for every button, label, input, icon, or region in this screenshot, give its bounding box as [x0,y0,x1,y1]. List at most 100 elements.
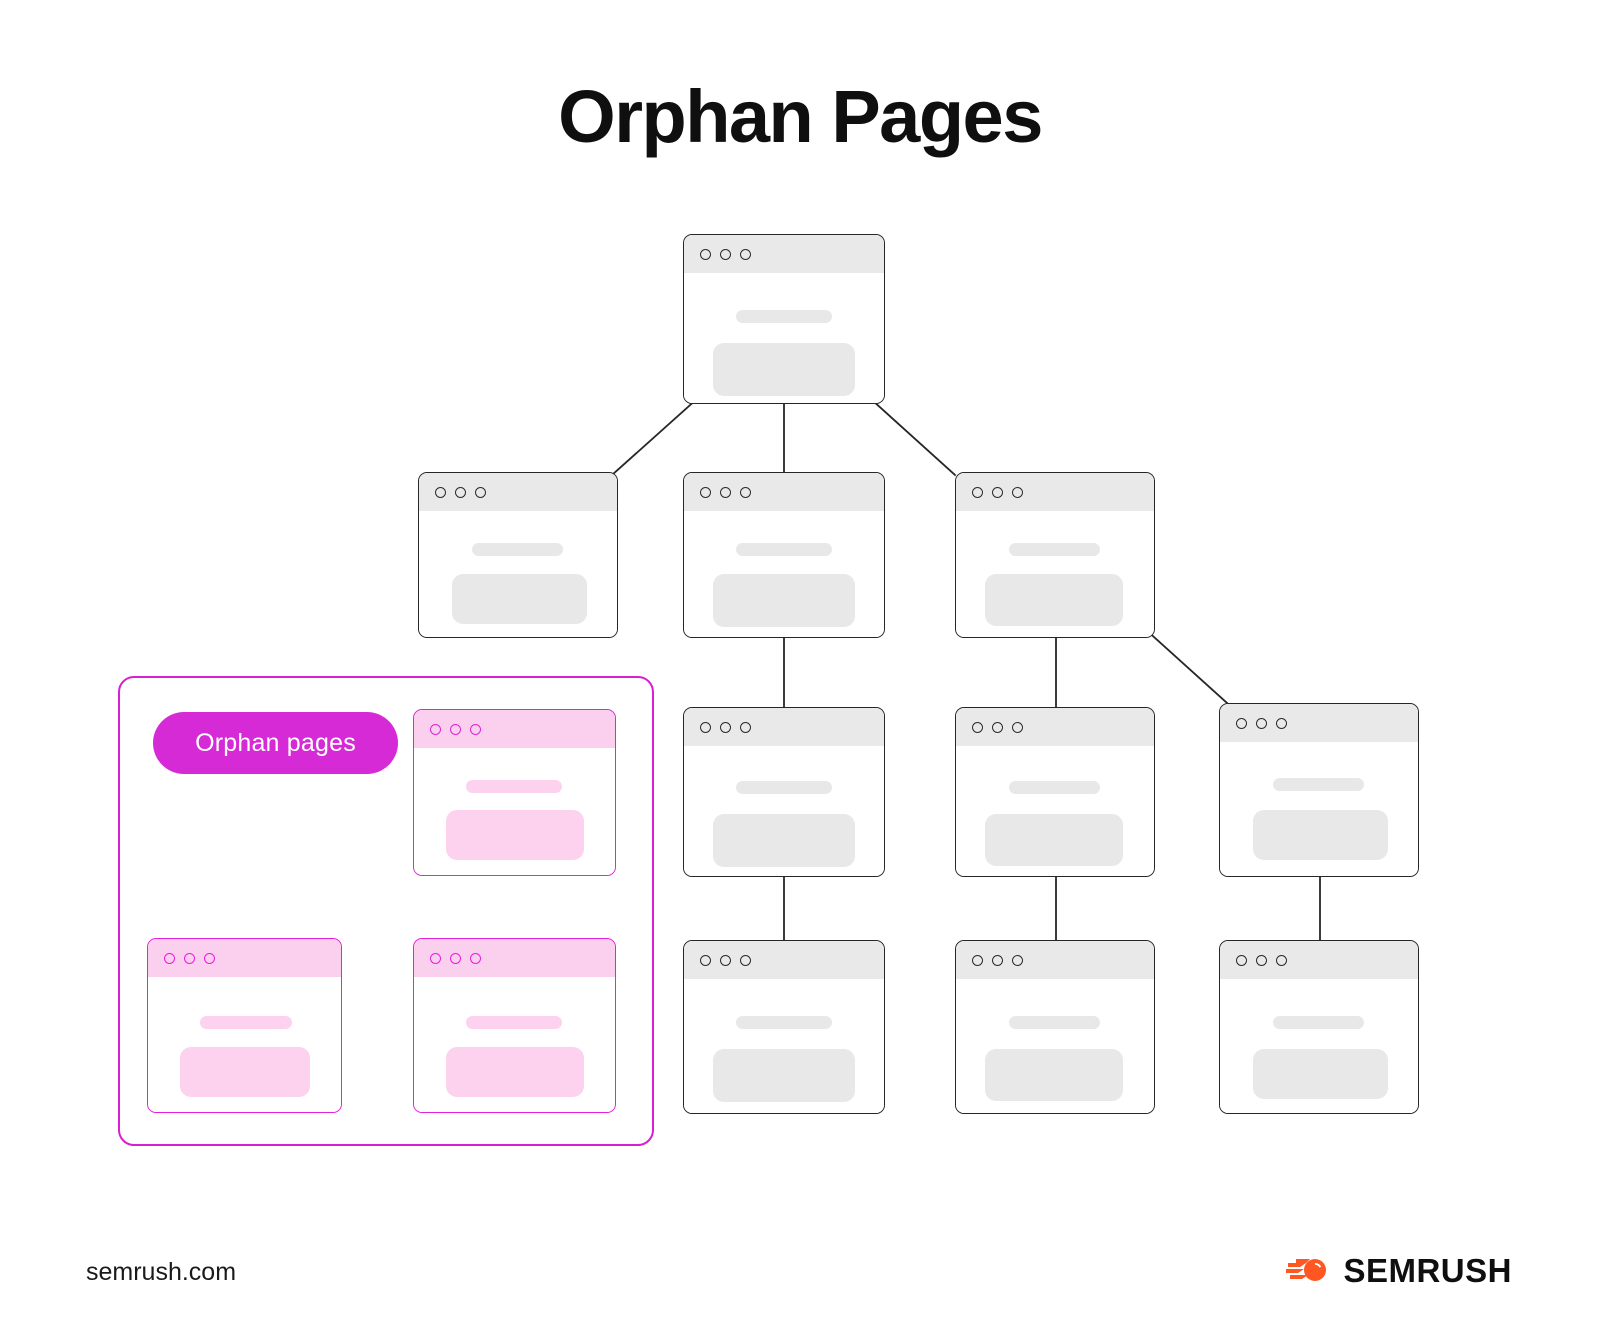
window-body [419,511,617,637]
window-body [956,979,1154,1113]
content-line-placeholder [466,780,562,793]
window-body [1220,979,1418,1113]
window-dot-icon [720,248,731,260]
semrush-wordmark: SEMRUSH [1343,1252,1512,1289]
window-titlebar [148,939,341,977]
content-line-placeholder [736,543,832,556]
window-titlebar [1220,704,1418,742]
tree-node-l4-a[interactable] [683,940,885,1114]
window-titlebar [684,941,884,979]
tree-node-l2-a[interactable] [418,472,618,638]
window-titlebar [419,473,617,511]
content-block-placeholder [713,574,855,627]
window-titlebar [684,473,884,511]
tree-node-l3-b[interactable] [955,707,1155,877]
window-body [414,977,615,1112]
tree-node-l3-c[interactable] [1219,703,1419,877]
page-title: Orphan Pages [558,75,1043,158]
window-dot-icon [1012,721,1023,733]
window-dot-icon [992,721,1003,733]
window-titlebar [1220,941,1418,979]
content-block-placeholder [985,814,1123,866]
window-titlebar [684,235,884,273]
window-titlebar [956,941,1154,979]
orphan-pages-panel: Orphan pages [118,676,654,1146]
window-dot-icon [184,952,195,964]
window-dot-icon [455,486,466,498]
content-block-placeholder [446,810,584,860]
orphan-node-2[interactable] [147,938,342,1113]
window-dot-icon [1236,954,1247,966]
window-body [956,511,1154,637]
content-block-placeholder [452,574,587,624]
window-dot-icon [204,952,215,964]
content-line-placeholder [736,310,832,323]
semrush-logo: SEMRUSH [1286,1252,1512,1290]
window-dot-icon [992,486,1003,498]
window-dot-icon [700,954,711,966]
orphan-pages-badge: Orphan pages [153,712,398,774]
window-dot-icon [740,486,751,498]
content-block-placeholder [713,1049,855,1102]
window-dot-icon [720,721,731,733]
window-body [1220,742,1418,876]
window-body [956,746,1154,876]
content-line-placeholder [1273,778,1364,791]
semrush-comet-icon [1286,1253,1330,1290]
content-block-placeholder [985,574,1123,626]
window-dot-icon [1012,954,1023,966]
content-block-placeholder [713,343,855,396]
window-dot-icon [972,721,983,733]
window-dot-icon [740,248,751,260]
window-dot-icon [1236,717,1247,729]
window-dot-icon [450,723,461,735]
window-dot-icon [1012,486,1023,498]
window-dot-icon [1256,717,1267,729]
content-block-placeholder [180,1047,310,1097]
content-block-placeholder [985,1049,1123,1101]
window-body [684,511,884,637]
orphan-node-1[interactable] [413,709,616,876]
window-titlebar [956,473,1154,511]
tree-node-l2-b[interactable] [683,472,885,638]
content-block-placeholder [1253,810,1388,860]
content-line-placeholder [736,781,832,794]
window-titlebar [414,939,615,977]
window-dot-icon [470,952,481,964]
tree-node-root[interactable] [683,234,885,404]
tree-node-l2-c[interactable] [955,472,1155,638]
content-line-placeholder [1273,1016,1364,1029]
tree-node-l4-b[interactable] [955,940,1155,1114]
window-dot-icon [972,486,983,498]
window-dot-icon [1276,717,1287,729]
window-dot-icon [430,952,441,964]
content-line-placeholder [1009,1016,1100,1029]
window-dot-icon [700,721,711,733]
orphan-node-3[interactable] [413,938,616,1113]
tree-node-l4-c[interactable] [1219,940,1419,1114]
window-body [148,977,341,1112]
content-block-placeholder [446,1047,584,1097]
tree-node-l3-a[interactable] [683,707,885,877]
window-dot-icon [1256,954,1267,966]
window-dot-icon [720,486,731,498]
content-line-placeholder [1009,543,1100,556]
window-dot-icon [700,248,711,260]
window-dot-icon [470,723,481,735]
window-dot-icon [972,954,983,966]
window-body [684,273,884,403]
window-body [684,979,884,1113]
window-body [414,748,615,875]
content-block-placeholder [1253,1049,1388,1099]
window-titlebar [684,708,884,746]
window-dot-icon [475,486,486,498]
window-titlebar [414,710,615,748]
window-body [684,746,884,876]
content-line-placeholder [1009,781,1100,794]
window-dot-icon [164,952,175,964]
window-dot-icon [720,954,731,966]
window-dot-icon [700,486,711,498]
window-dot-icon [740,721,751,733]
content-block-placeholder [713,814,855,867]
